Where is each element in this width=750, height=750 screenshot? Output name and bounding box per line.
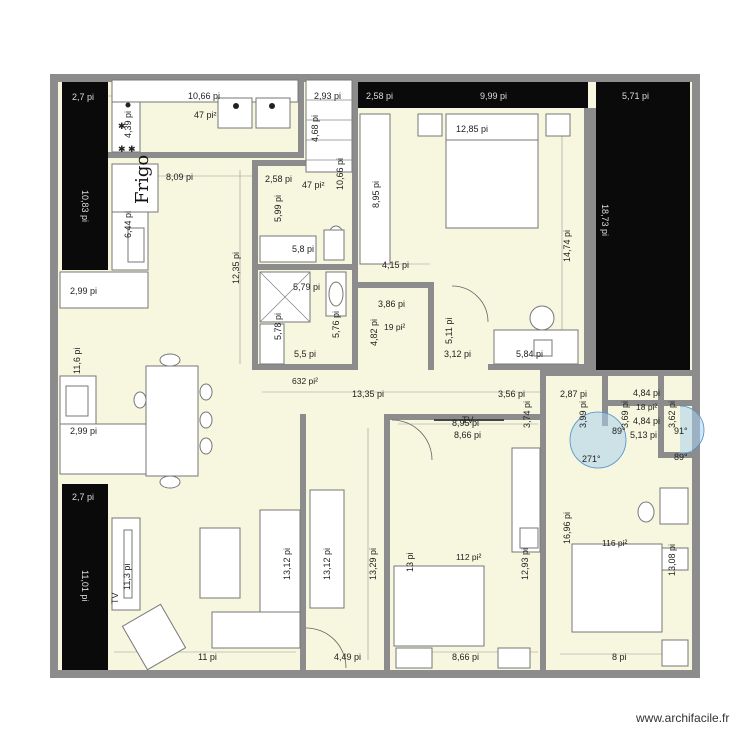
dim-bedroom2-width: 8,66 pi: [454, 430, 481, 440]
dim-top-left-dark: 2,7 pi: [72, 92, 94, 102]
dim-bath2-bottom: 5,5 pi: [294, 349, 316, 359]
area-bedroom2: 112 pi²: [456, 552, 482, 562]
door-swings: [305, 285, 705, 669]
dim-bedroom2-bottom: 8,66 pi: [452, 652, 479, 662]
bedroom-1-furniture: [359, 113, 579, 365]
dim-bedroom1-depth: 14,74 pi: [562, 230, 572, 262]
angle-d: 89°: [674, 452, 688, 462]
dim-bath1-width: 5,8 pi: [292, 244, 314, 254]
dim-living-bottom: 11 pi: [198, 652, 217, 662]
dark-zone-top-mid: [356, 82, 402, 108]
dim-hall-width: 4,15 pi: [382, 260, 409, 270]
living-room-furniture: TV: [110, 489, 345, 671]
dim-hall-depth: 5,11 pi: [444, 318, 454, 344]
dim-kitchen-side: 4,39 pi: [123, 111, 133, 138]
dark-zone-top-right: [402, 82, 588, 108]
dim-bath2-width: 5,79 pi: [293, 282, 320, 292]
dim-desk-width: 5,84 pi: [516, 349, 543, 359]
dim-bedroom2-desk: 12,93 pi: [520, 548, 530, 580]
dim-closet2-side-c: 3,62 pi: [667, 401, 677, 428]
dim-bath2-side-a: 5,78 pi: [273, 313, 283, 340]
dim-corridor-end: 3,56 pi: [498, 389, 525, 399]
dim-wc-width: 2,58 pi: [265, 174, 292, 184]
dim-closet2-bottom: 4,84 pi: [633, 416, 660, 426]
dim-wc-height: 5,99 pi: [273, 195, 283, 222]
dim-counter-side: 11,6 pi: [72, 348, 82, 374]
dim-left-dark-bottom: 11,01 pi: [80, 570, 90, 601]
dim-corridor-width: 13,35 pi: [352, 389, 384, 399]
dim-shelf-height: 13,12 pi: [322, 548, 332, 580]
area-closet2: 18 pi²: [636, 402, 657, 412]
dim-kitchen-top-area: 47 pi²: [194, 110, 217, 120]
dim-bath2-side-b: 5,76 pi: [331, 311, 341, 338]
dim-closet-depth: 10,66 pi: [335, 158, 345, 190]
dim-hall-bottom: 3,12 pi: [444, 349, 471, 359]
dim-bedroom3-bottom: 8 pi: [612, 652, 627, 662]
dim-storage-height: 4,82 pi: [369, 319, 379, 346]
dim-kitchen-wall: 6,44 pi: [123, 211, 133, 238]
watermark: www.archifacile.fr: [635, 711, 729, 725]
dark-zone-bottom-left: [62, 484, 108, 670]
dimension-labels: 2,7 pi 10,83 pi 10,66 pi 47 pi² 4,39 pi …: [70, 91, 688, 662]
dim-bedroom3-height: 16,96 pi: [562, 512, 572, 544]
dim-counter-top: 2,99 pi: [70, 286, 97, 296]
dim-fridge-wall: 8,09 pi: [166, 172, 193, 182]
bathroom-1: [259, 225, 345, 263]
dim-corridor-height: 13,29 pi: [368, 548, 378, 580]
dim-tv-unit: 11,3 pi: [122, 564, 132, 590]
dim-closet-height: 4,68 pi: [310, 115, 320, 142]
dim-bedroom1-width: 12,85 pi: [456, 124, 488, 134]
dim-bedroom2-height: 13 pi: [405, 552, 415, 572]
dim-corridor-v: 3,74 pi: [522, 401, 532, 428]
walls: [50, 74, 700, 678]
dim-dark-strip-2: 2,58 pi: [366, 91, 393, 101]
dim-closet2-side-b: 3,69 pi: [620, 401, 630, 428]
dining-table: [133, 353, 213, 489]
tv-label-bedroom: TV: [462, 415, 474, 425]
dim-storage-width: 3,86 pi: [378, 299, 405, 309]
exterior-zones: [62, 82, 690, 670]
fridge-label: Frigo: [132, 155, 153, 204]
dim-left-dark-bottom-top: 2,7 pi: [72, 492, 94, 502]
dark-zone-top-left: [62, 82, 108, 270]
dim-dark-strip-4: 5,71 pi: [622, 91, 649, 101]
dim-closet-top: 2,93 pi: [314, 91, 341, 101]
angle-a: 89°: [612, 426, 626, 436]
closet-top: [305, 79, 353, 173]
dim-closet2-side-a: 3,99 pi: [578, 401, 588, 428]
dim-corridor-right: 2,87 pi: [560, 389, 587, 399]
bathroom-2: [259, 271, 347, 365]
dim-closet2-width: 4,84 pi: [633, 388, 660, 398]
dim-bedroom1-wardrobe: 8,95 pi: [371, 181, 381, 208]
dim-living-wall: 12,35 pi: [231, 252, 241, 284]
dim-right-dark-vertical: 18,73 pi: [600, 204, 610, 236]
area-main: 632 pi²: [292, 376, 318, 386]
dim-closet2-wall: 5,13 pi: [630, 430, 657, 440]
dim-wc-area: 47 pi²: [302, 180, 325, 190]
dim-corridor-lower: 8,95 pi: [452, 418, 479, 428]
angle-b: 91°: [674, 426, 688, 436]
bedroom-3-furniture: [571, 487, 689, 667]
dim-bedroom3-side: 13,08 pi: [667, 544, 677, 576]
dim-entry-width: 4,49 pi: [334, 652, 361, 662]
svg-text:✱: ✱: [118, 121, 126, 131]
svg-text:✱ ✱: ✱ ✱: [118, 144, 136, 154]
dim-counter-bottom: 2,99 pi: [70, 426, 97, 436]
area-storage: 19 pi²: [384, 322, 405, 332]
dim-left-dark-vertical: 10,83 pi: [80, 190, 90, 222]
dark-zone-right: [596, 82, 690, 370]
dim-sofa-height: 13,12 pi: [282, 548, 292, 580]
kitchen-side: Frigo: [59, 155, 159, 475]
dim-dark-strip-3: 9,99 pi: [480, 91, 507, 101]
bedroom-2-furniture: TV: [393, 415, 541, 669]
tv-label-living: TV: [110, 592, 120, 604]
kitchen-top-counter: ✱ ✱ ✱: [111, 79, 299, 154]
area-bedroom3: 116 pi²: [602, 538, 628, 548]
angle-c: 271°: [582, 454, 601, 464]
dim-kitchen-top-width: 10,66 pi: [188, 91, 220, 101]
